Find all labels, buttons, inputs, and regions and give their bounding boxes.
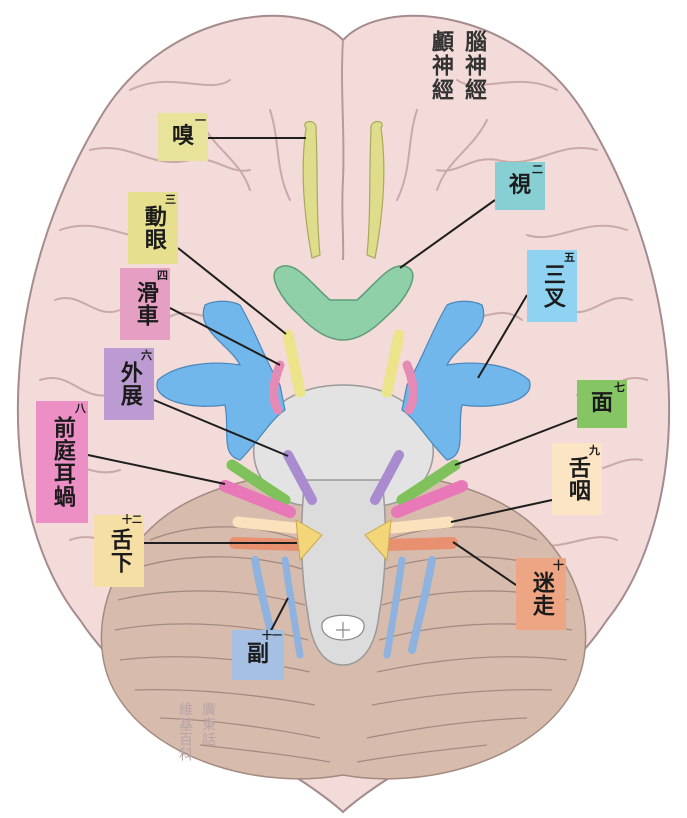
hypoglossal-rootlets-left	[295, 519, 323, 562]
label-olfactory: 嗅 一	[158, 113, 208, 161]
label-vestibulocochlear: 前庭耳蝸 八	[36, 401, 88, 523]
label-olfactory-num: 一	[195, 114, 206, 127]
label-glossopharyngeal: 舌咽 九	[552, 443, 602, 515]
watermark-line1: 廣東話	[200, 702, 216, 747]
trigeminal-nerve-right	[401, 300, 531, 461]
accessory-nerve-right-a	[408, 556, 436, 654]
label-vestibulocochlear-text: 前庭耳蝸	[49, 416, 76, 508]
diagram-title-line2: 顱神經	[428, 30, 454, 102]
longitudinal-fissure	[341, 39, 345, 261]
olfactory-tract-left	[302, 120, 321, 259]
label-trochlear-text: 滑車	[132, 281, 159, 327]
leader-lines	[87, 137, 578, 641]
abducens-nerve-left	[283, 450, 317, 505]
trigeminal-nerve-left	[156, 300, 286, 461]
label-vestibulocochlear-num: 八	[75, 402, 86, 415]
label-trigeminal: 三叉 五	[527, 250, 577, 322]
facial-nerve-right	[396, 459, 461, 506]
trochlear-nerve-left	[269, 360, 285, 415]
label-oculomotor-num: 三	[165, 193, 176, 206]
vestibulocochlear-nerve-right	[391, 480, 468, 518]
cerebellar-folia	[114, 526, 573, 763]
vestibulocochlear-nerve-left	[219, 480, 296, 518]
trochlear-nerve-right	[402, 360, 418, 415]
oculomotor-nerve-right	[381, 329, 405, 398]
label-abducens-text: 外展	[116, 361, 143, 407]
diagram-title-line1: 腦神經	[461, 30, 487, 102]
label-abducens-num: 六	[141, 349, 152, 362]
accessory-nerve-right-b	[383, 556, 406, 659]
label-trochlear-num: 四	[157, 269, 168, 282]
hypoglossal-rootlets-right	[364, 519, 392, 562]
label-hypoglossal-num: 十二	[122, 515, 142, 526]
label-oculomotor: 動眼 三	[128, 192, 178, 264]
label-optic: 視 二	[495, 162, 545, 210]
label-accessory-num: 十一	[262, 631, 282, 642]
label-optic-num: 二	[532, 163, 543, 176]
facial-nerve-left	[226, 459, 291, 506]
label-vagus-text: 迷走	[528, 571, 555, 617]
label-oculomotor-text: 動眼	[140, 205, 167, 251]
label-glossopharyngeal-text: 舌咽	[564, 456, 591, 502]
accessory-nerve-left-b	[281, 556, 304, 659]
label-facial: 面 七	[577, 380, 627, 428]
label-optic-text: 視	[508, 172, 531, 199]
glossopharyngeal-nerve-left	[232, 516, 301, 534]
label-accessory-text: 副	[246, 641, 269, 668]
label-hypoglossal-text: 舌下	[106, 528, 133, 574]
glossopharyngeal-nerve-right	[386, 516, 455, 534]
label-abducens: 外展 六	[104, 348, 154, 420]
optic-chiasm	[273, 265, 414, 341]
vagus-nerve-right	[381, 537, 458, 551]
abducens-nerve-right	[370, 450, 404, 505]
label-trigeminal-num: 五	[564, 251, 575, 264]
label-trochlear: 滑車 四	[120, 268, 170, 340]
label-glossopharyngeal-num: 九	[589, 444, 600, 457]
cord-grey-matter	[336, 622, 350, 638]
olfactory-tract-right	[366, 120, 385, 259]
label-olfactory-text: 嗅	[171, 123, 194, 150]
label-facial-num: 七	[614, 381, 625, 394]
label-trigeminal-text: 三叉	[539, 263, 566, 309]
label-accessory: 副 十一	[232, 630, 284, 680]
label-vagus-num: 十	[553, 559, 564, 572]
oculomotor-nerve-left	[282, 329, 306, 398]
watermark-line2: 維基百科	[177, 702, 193, 762]
label-hypoglossal: 舌下 十二	[94, 515, 144, 587]
label-vagus: 迷走 十	[516, 558, 566, 630]
label-facial-text: 面	[590, 390, 613, 417]
